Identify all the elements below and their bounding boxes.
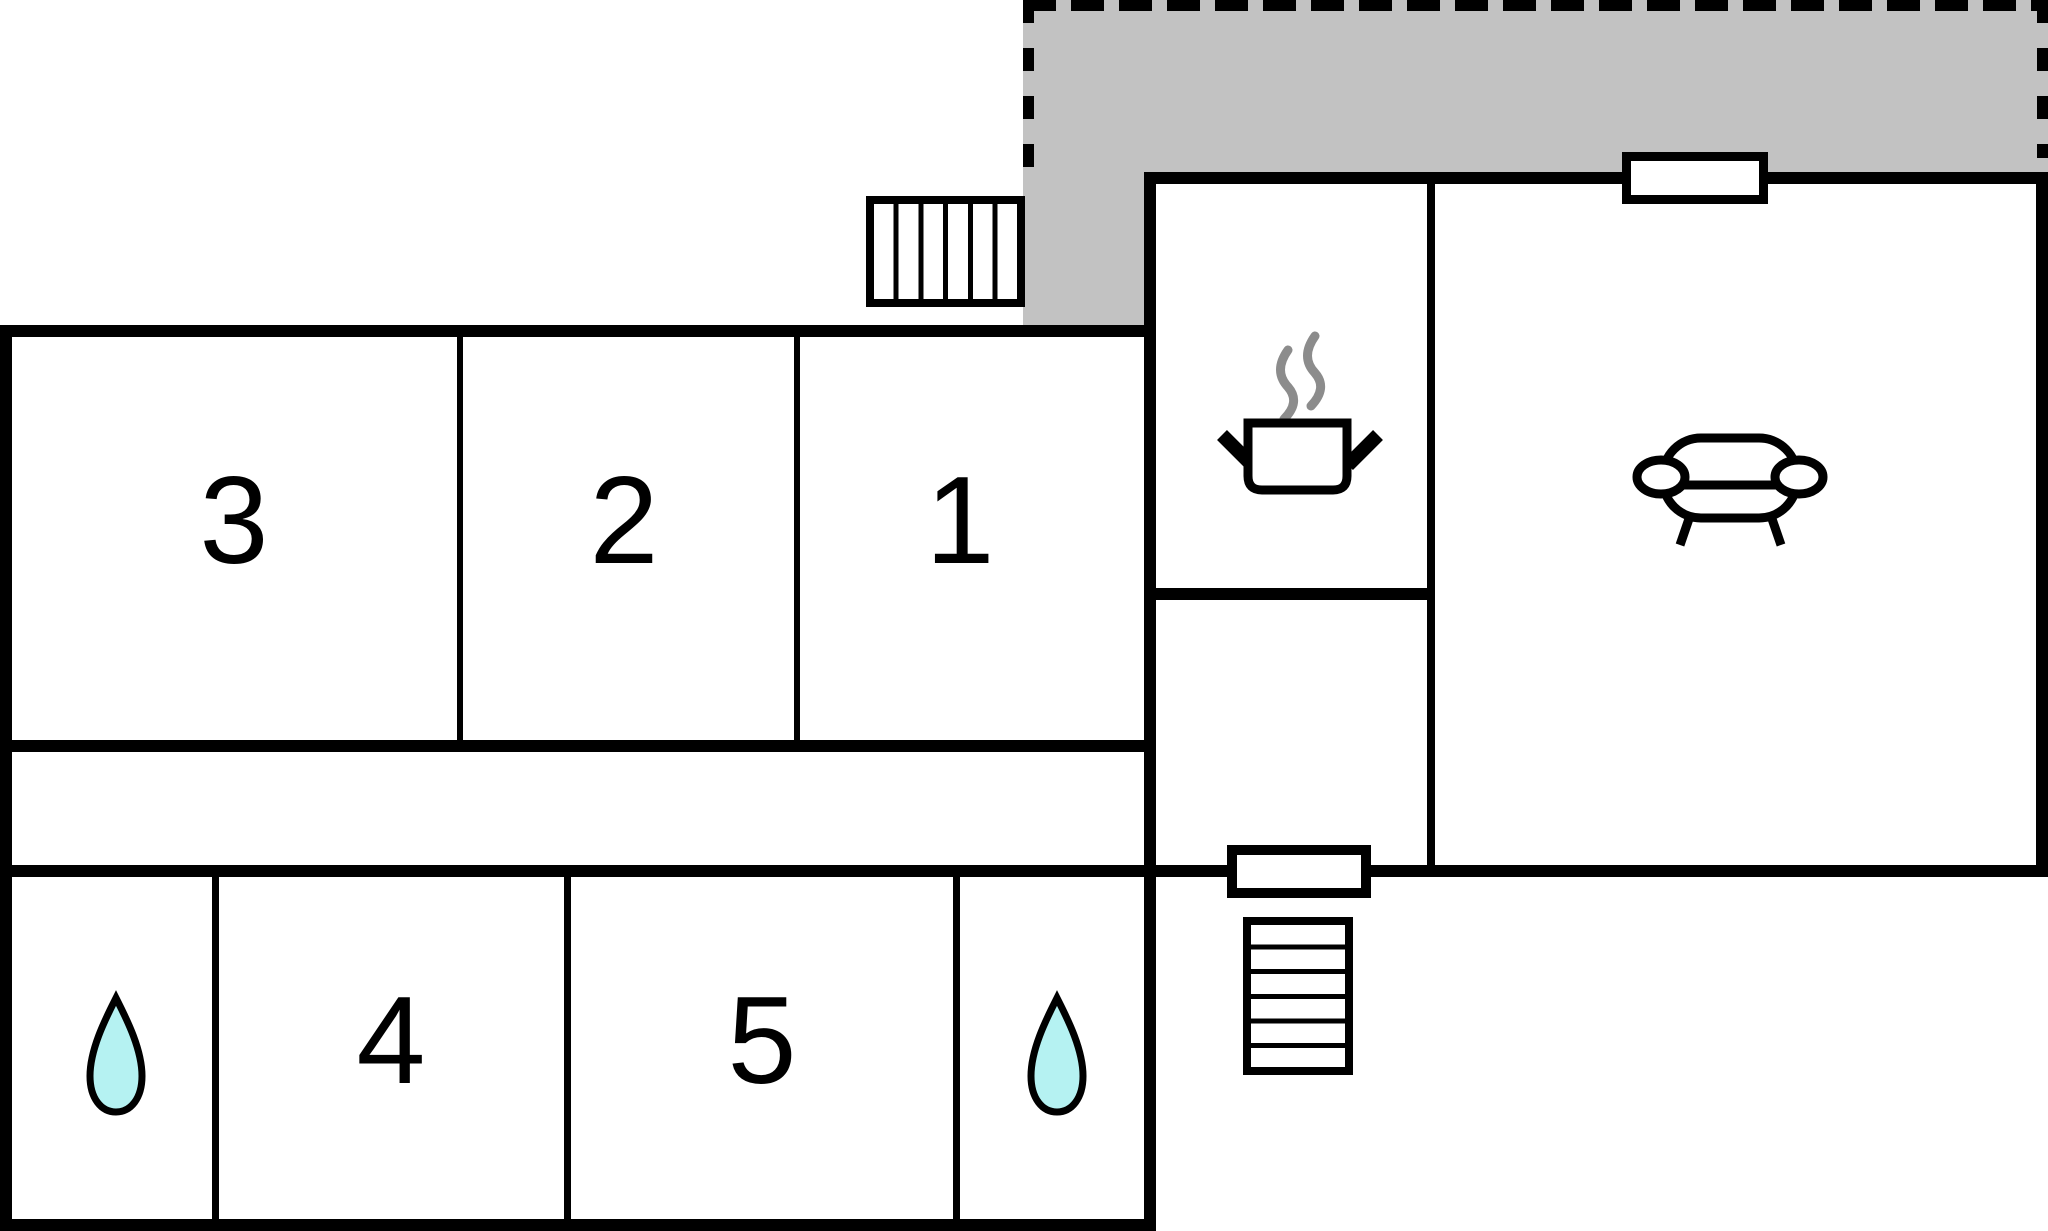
wall-right-wing-top (1144, 172, 2048, 184)
wall-bath-room4-divider (212, 877, 219, 1219)
room-5-label: 5 (727, 972, 797, 1111)
steam-icon (1303, 331, 1326, 411)
room-3-label: 3 (199, 452, 269, 591)
wall-corridor-top (0, 740, 1156, 752)
pot-body (1243, 418, 1352, 495)
water-drop-icon (1027, 990, 1087, 1116)
wall-room5-bath-divider (953, 877, 960, 1219)
wall-left-wing-bottom (0, 1219, 1156, 1231)
terrace-dashed-border-top (1023, 0, 2048, 11)
wall-kitchen-hall-divider (1156, 588, 1427, 600)
water-drop-shape (86, 990, 146, 1116)
stairs-icon-top (866, 196, 1025, 307)
window-icon (1622, 152, 1768, 204)
wall-shared-vertical (1144, 172, 1156, 1231)
wall-main-horizontal (0, 865, 2048, 877)
wall-left-wing-left (0, 325, 12, 1231)
room-4-label: 4 (356, 972, 426, 1111)
steam-icon (1276, 345, 1299, 424)
wall-room3-room2-divider (457, 337, 463, 740)
water-drop-shape (1027, 990, 1087, 1116)
pot-handle-right (1343, 430, 1383, 470)
wall-kitchen-living-divider (1427, 184, 1435, 865)
wall-room2-room1-divider (794, 337, 800, 740)
wall-left-wing-top (0, 325, 1156, 337)
wall-room4-room5-divider (564, 877, 571, 1219)
cooking-pot-icon (1217, 331, 1383, 495)
sofa-armrest-right (1770, 455, 1828, 499)
room-2-label: 2 (589, 452, 659, 591)
entrance-window-icon (1227, 845, 1371, 898)
terrace-dashed-border-right (2037, 0, 2048, 158)
room-1-label: 1 (925, 452, 995, 591)
terrace-dashed-border-left (1023, 0, 1034, 182)
sofa-icon (1632, 433, 1828, 547)
wall-right-wing-right (2036, 172, 2048, 877)
terrace-area (1023, 0, 2048, 176)
sofa-armrest-left (1632, 455, 1690, 499)
water-drop-icon (86, 990, 146, 1116)
stairs-icon-bottom (1243, 917, 1353, 1075)
terrace-area-side-strip (1023, 0, 1150, 330)
